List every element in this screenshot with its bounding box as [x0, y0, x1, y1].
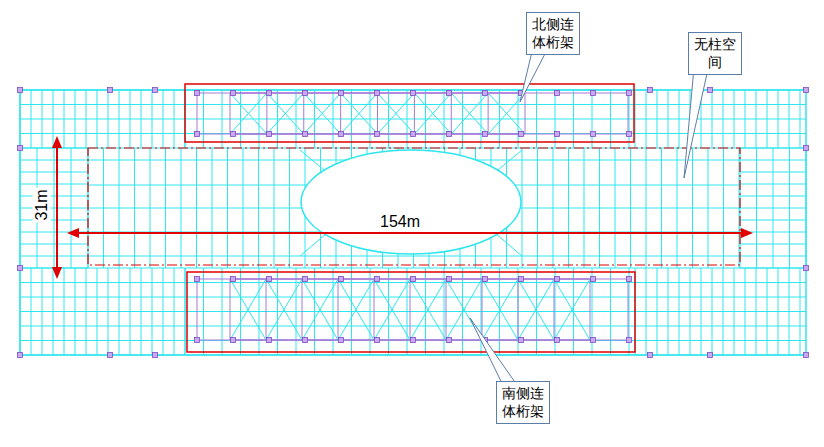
callout-text: 无柱空间 — [694, 36, 736, 71]
callout-text: 北侧连体桁架 — [532, 16, 574, 51]
callout-box: 北侧连体桁架 — [526, 12, 580, 55]
callout-text: 南侧连体桁架 — [502, 385, 544, 420]
callout-box: 无柱空间 — [688, 32, 742, 75]
dimension-label: 31m — [33, 187, 51, 222]
dimension-label: 154m — [378, 213, 422, 231]
callout-box: 南侧连体桁架 — [496, 381, 550, 424]
